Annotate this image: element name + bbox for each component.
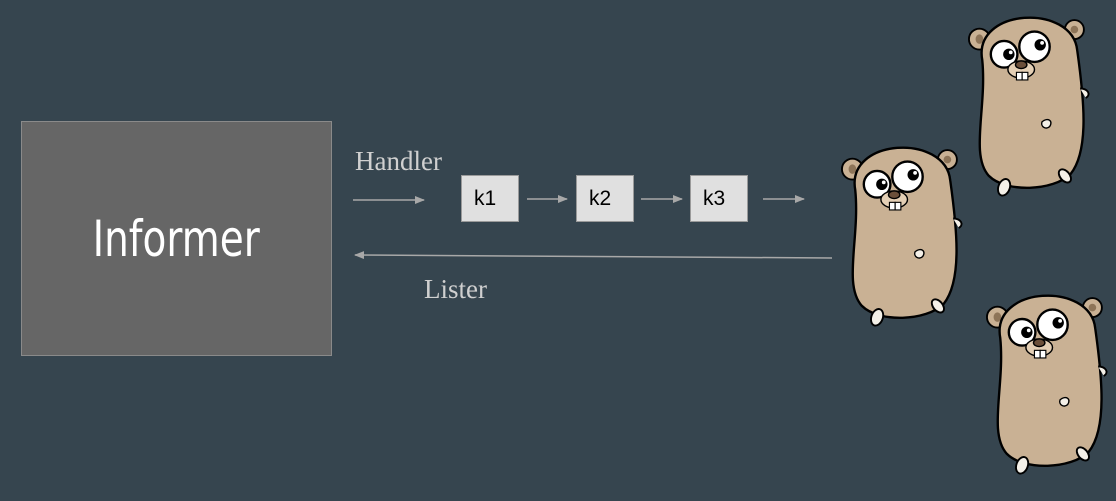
go-gopher-icon	[840, 146, 963, 329]
queue-item-k3: k3	[690, 175, 748, 222]
informer-box: Informer	[21, 121, 332, 356]
informer-label: Informer	[92, 209, 261, 268]
lister-arrow	[354, 251, 833, 260]
queue-item-k2: k2	[576, 175, 634, 222]
queue-item-k1: k1	[461, 175, 519, 222]
lister-label: Lister	[424, 274, 487, 304]
go-gopher-icon	[985, 294, 1108, 477]
go-gopher-icon	[967, 16, 1090, 199]
handler-label: Handler	[355, 146, 442, 176]
